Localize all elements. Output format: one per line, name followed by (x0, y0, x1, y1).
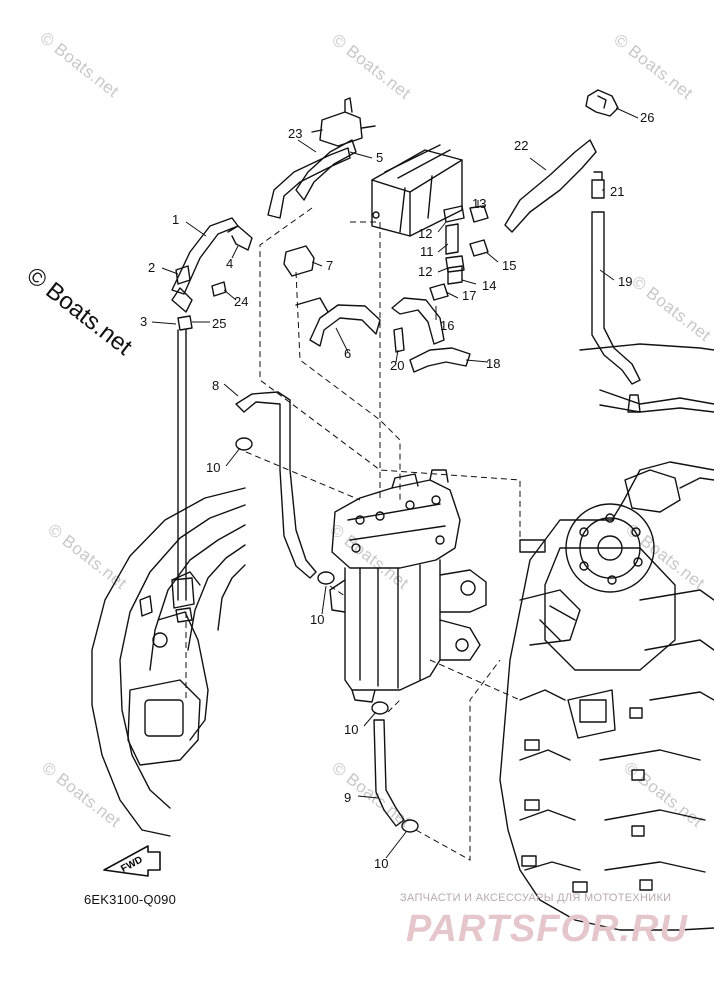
fwd-arrow-icon (103, 845, 161, 877)
callout-23: 23 (288, 126, 302, 141)
vapor-separator-assembly (329, 469, 487, 703)
callout-16: 16 (440, 318, 454, 333)
callout-13: 13 (472, 196, 486, 211)
callout-1: 1 (172, 212, 179, 227)
brand-watermark: ЗАПЧАСТИ И АКСЕССУАРЫ ДЛЯ МОТОТЕХНИКИ PA… (400, 892, 700, 962)
callout-21: 21 (610, 184, 624, 199)
callout-10d: 10 (374, 856, 388, 871)
callout-10a: 10 (206, 460, 220, 475)
callout-19: 19 (618, 274, 632, 289)
brand-name: PARTSFOR.RU (406, 908, 688, 950)
callout-7: 7 (326, 258, 333, 273)
callout-26: 26 (640, 110, 654, 125)
callout-3: 3 (140, 314, 147, 329)
callout-12b: 12 (418, 264, 432, 279)
callout-17: 17 (462, 288, 476, 303)
callout-14: 14 (482, 278, 496, 293)
callout-20: 20 (390, 358, 404, 373)
callout-10b: 10 (310, 612, 324, 627)
callout-2: 2 (148, 260, 155, 275)
callout-9: 9 (344, 790, 351, 805)
callout-24: 24 (234, 294, 248, 309)
callout-15: 15 (502, 258, 516, 273)
callout-6: 6 (344, 346, 351, 361)
fwd-label: FWD (119, 854, 144, 874)
callout-8: 8 (212, 378, 219, 393)
left-housing (91, 487, 246, 837)
callout-5: 5 (376, 150, 383, 165)
drawing-code: 6EK3100-Q090 (84, 892, 177, 907)
charcoal-canister (371, 144, 463, 237)
callout-25: 25 (212, 316, 226, 331)
callout-11: 11 (420, 244, 434, 259)
engine-block (499, 343, 714, 931)
callout-18: 18 (486, 356, 500, 371)
solenoid-valve (311, 97, 376, 147)
callout-4: 4 (226, 256, 233, 271)
brand-tagline: ЗАПЧАСТИ И АКСЕССУАРЫ ДЛЯ МОТОТЕХНИКИ (400, 892, 672, 904)
callout-12a: 12 (418, 226, 432, 241)
connector-part-26 (585, 89, 619, 117)
callout-10c: 10 (344, 722, 358, 737)
callout-labels: 1 2 3 4 5 6 7 8 9 10 10 10 10 11 12 12 1… (140, 110, 654, 871)
callout-22: 22 (514, 138, 528, 153)
